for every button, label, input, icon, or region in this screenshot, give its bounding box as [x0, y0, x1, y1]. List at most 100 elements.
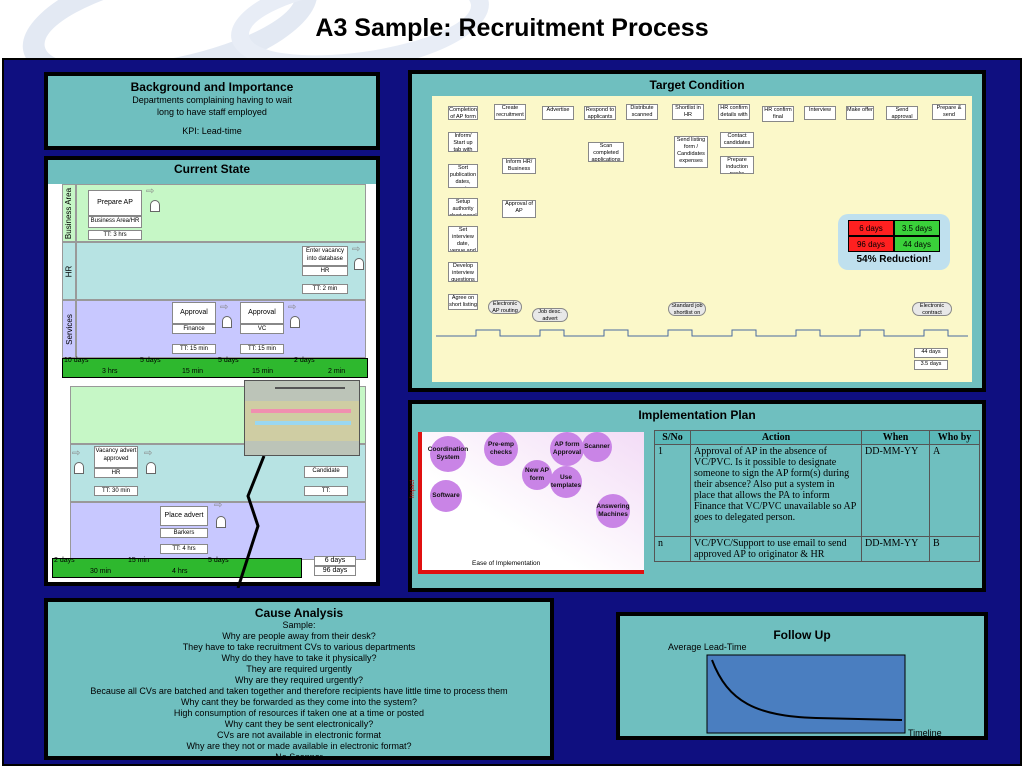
timeline-process: 2 min [328, 368, 346, 375]
push-arrow-icon: ⇨ [146, 186, 155, 197]
timeline-wait: 10 days [64, 357, 89, 364]
cause-line: CVs are not available in electronic form… [216, 730, 382, 740]
current-state-heading: Current State [48, 160, 376, 184]
inventory-icon [146, 462, 156, 474]
process-time: TT: 4 hrs [160, 544, 208, 554]
followup-heading: Follow Up [773, 628, 831, 642]
cause-line: Why are people away from their desk? [222, 631, 376, 641]
photo-image [244, 380, 360, 456]
result-target: 44 days [894, 236, 940, 252]
timeline-process: 15 min [182, 368, 204, 375]
table-cell: DD-MM-YY [861, 536, 930, 562]
inventory-icon [354, 258, 364, 270]
cause-line: Why do they have to take it physically? [221, 653, 377, 663]
total-days: 96 days [314, 566, 356, 576]
process-time: TT: 15 min [172, 344, 216, 354]
vsm-step: Send listing form / Candidates expenses [674, 136, 708, 168]
lane-label: Business Area [62, 184, 76, 242]
action-table-wrap: S/No Action When Who by 1 Approval of AP… [654, 430, 980, 582]
table-row: n VC/PVC/Support to use email to send ap… [654, 536, 980, 562]
table-header: S/No [654, 430, 691, 445]
table-cell: n [654, 536, 691, 562]
result-current: 6 days [848, 220, 894, 236]
cause-line: Because all CVs are batched and taken to… [90, 686, 508, 696]
process-owner: Barkers [160, 528, 208, 538]
timeline-process: 3 hrs [102, 368, 118, 375]
cause-line: They are required urgently [246, 664, 352, 674]
lead-time-box: 44 days [914, 348, 948, 358]
result-target: 3.5 days [894, 220, 940, 236]
lane-services [76, 300, 366, 358]
process-owner: Business Area/HR [88, 216, 142, 228]
cause-line: High consumption of resources if taken o… [173, 708, 425, 718]
kpi-text: KPI: Lead-time [182, 126, 242, 136]
timeline-process: 4 hrs [172, 568, 188, 575]
process-approval-finance: Approval [172, 302, 216, 324]
table-cell: VC/PVC/Support to use email to send appr… [690, 536, 862, 562]
vsm-step: Respond to applicants [584, 106, 616, 120]
vsm-step: Setup authority chart panel [448, 198, 478, 216]
table-row: 1 Approval of AP in the absence of VC/PV… [654, 444, 980, 537]
matrix-bubble: Software [430, 480, 462, 512]
vsm-step: Inform/ Start up tab with HR [448, 132, 478, 152]
table-header: Who by [929, 430, 980, 445]
target-heading: Target Condition [649, 78, 745, 92]
timeline-wait: 5 days [140, 357, 161, 364]
inventory-icon [290, 316, 300, 328]
cause-line: Why are they not or made available in el… [186, 741, 412, 751]
timeline-bar [52, 558, 302, 578]
inventory-icon [74, 462, 84, 474]
push-arrow-icon: ⇨ [220, 302, 229, 313]
process-owner: Finance [172, 324, 216, 334]
implementation-panel: Implementation Plan Impact Ease of Imple… [408, 400, 986, 592]
process-vacancy-advert: Vacancy advert approved [94, 446, 138, 468]
followup-y-label: Average Lead-Time [668, 642, 747, 652]
cause-analysis-panel: Cause Analysis Sample:Why are people awa… [44, 598, 554, 762]
kaizen-burst: Job desc. advert template [532, 308, 568, 322]
followup-x-label: Timeline [908, 728, 942, 738]
a3-board: Background and Importance Departments co… [2, 58, 1022, 766]
timeline-wait: 2 days [294, 357, 315, 364]
vsm-step: Contact candidates [720, 132, 754, 148]
vsm-step: Scan completed applications [588, 142, 624, 162]
kaizen-burst: Standard job shortlist on forms [668, 302, 706, 316]
timeline-bar [62, 358, 368, 378]
vsm-step: HR confirm final attendance [762, 106, 794, 122]
push-arrow-icon: ⇨ [144, 448, 153, 459]
torn-break-line [236, 456, 266, 588]
total-days: 6 days [314, 556, 356, 566]
background-heading: Background and Importance [130, 80, 294, 94]
vsm-step: Create recruitment record [494, 104, 526, 120]
vsm-step: Agree on short listing date [448, 294, 478, 310]
process-time: TT: 15 min [240, 344, 284, 354]
vsm-step: Inform HR/ Business area [502, 158, 536, 174]
cause-line: Why cant they be sent electronically? [224, 719, 374, 729]
matrix-x-axis: Ease of Implementation [472, 560, 541, 567]
background-line: long to have staff employed [157, 107, 267, 117]
table-cell: Approval of AP in the absence of VC/PVC.… [690, 444, 862, 537]
vsm-step: Sort publication dates, costs budgets [448, 164, 478, 188]
push-arrow-icon: ⇨ [352, 244, 361, 255]
lane-services-2 [70, 502, 366, 560]
timeline-wait: 15 min [128, 557, 150, 564]
vsm-step: Completion of AP form [448, 106, 478, 120]
vsm-step: Prepare & send contract [932, 104, 966, 120]
timeline-process: 30 min [90, 568, 112, 575]
inventory-icon [150, 200, 160, 212]
push-arrow-icon: ⇨ [214, 500, 223, 511]
process-candidate: Candidate [304, 466, 348, 478]
inventory-icon [216, 516, 226, 528]
target-vsm-canvas: Completion of AP form Create recruitment… [432, 96, 972, 382]
vsm-step: HR confirm details with business area [718, 104, 750, 120]
follow-up-panel: Follow Up Average Lead-Time Timeline [616, 612, 988, 740]
table-header: Action [690, 430, 862, 445]
process-owner: HR [302, 266, 348, 276]
kaizen-burst: Electronic AP routing [488, 300, 522, 314]
implementation-heading: Implementation Plan [638, 408, 756, 422]
table-cell: 1 [654, 444, 691, 537]
process-time: TT: [304, 486, 348, 496]
current-state-panel: Current State Business Area HR Services … [44, 156, 380, 588]
lane-label: HR [62, 242, 76, 300]
table-header: When [861, 430, 930, 445]
matrix-bubble: Answering Machines [596, 494, 630, 528]
